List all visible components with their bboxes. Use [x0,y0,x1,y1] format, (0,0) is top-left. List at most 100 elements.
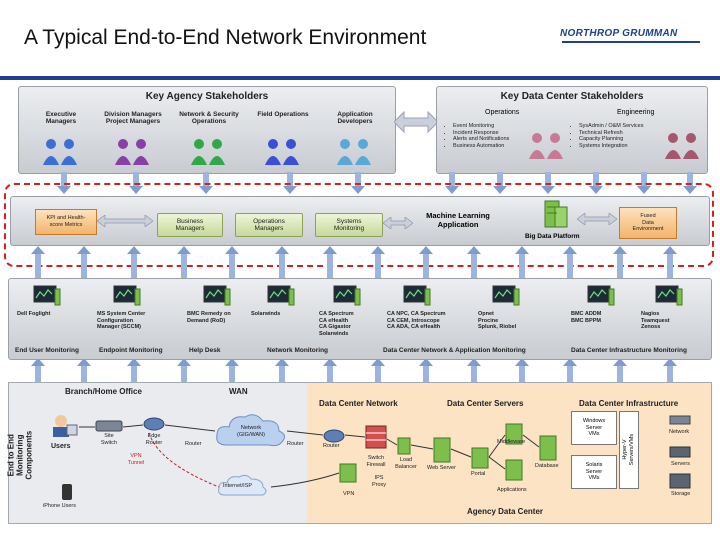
storage-icon [669,473,691,489]
arrow-icon [577,213,617,225]
server-icon [505,459,523,481]
stakeholder-group-label: Division Managers Project Managers [104,111,162,126]
up-arrow-icon [225,358,239,382]
up-arrow-icon [77,246,91,278]
edge-router-label: Edge Router [145,433,163,446]
systems-monitoring-box: Systems Monitoring [315,213,383,237]
up-arrow-icon [613,358,627,382]
monitoring-category-label: Help Desk [189,347,221,354]
vpn-label: VPN [343,491,355,497]
applications-label: Applications [497,487,527,493]
logo-underline [562,41,700,43]
people-icon [191,139,225,165]
engineering-list: SysAdmin / O&M Services Technical Refres… [569,123,669,149]
monitor-screen-icon [403,285,431,306]
arrow-icon [97,215,153,227]
ml-band-highlight [4,183,714,267]
tool-list: MS System Center Configuration Manager (… [97,311,146,331]
monitoring-category-label: Data Center Network & Application Monito… [383,347,526,354]
agency-stakeholders-title: Key Agency Stakeholders [145,91,269,102]
up-arrow-icon [31,358,45,382]
up-arrow-icon [563,358,577,382]
down-arrow-icon [445,172,459,194]
big-data-server-icon [544,200,568,228]
monitor-screen-icon [267,285,295,306]
up-arrow-icon [323,358,337,382]
tool-list: Opnet Procine Splunk, Riobel [478,311,517,331]
down-arrow-icon [199,172,213,194]
database-icon [539,435,557,461]
network-device-icon [669,415,691,425]
up-arrow-icon [275,246,289,278]
arrow-icon [383,217,413,229]
list-item: Incident Response [453,130,535,137]
list-item: Event Monitoring [453,123,535,130]
up-arrow-icon [371,358,385,382]
wan-network-label: Network (GIG/WAN) [237,425,265,438]
up-arrow-icon [563,246,577,278]
up-arrow-icon [467,358,481,382]
servers-icon [669,446,691,458]
infra-storage-label: Storage [671,491,691,497]
stakeholder-group-label: Network & Security Operations [179,111,239,126]
fused-data-box: Fused Data Environment [619,207,677,239]
stakeholder-group-label: Field Operations [257,111,309,118]
list-item: Capacity Planning [579,136,669,143]
infrastructure-area: End to End Monitoring Components Branch/… [5,382,712,524]
ips-proxy-label: IPS Proxy [371,475,387,488]
firewall-icon [365,425,387,449]
up-arrow-icon [515,246,529,278]
people-icon [115,139,149,165]
monitor-screen-icon [655,285,683,306]
monitoring-category-label: Data Center Infrastructure Monitoring [571,347,687,354]
up-arrow-icon [31,246,45,278]
load-balancer-label: Load Balancer [395,457,417,470]
down-arrow-icon [57,172,71,194]
datacenter-stakeholders-title: Key Data Center Stakeholders [500,91,644,102]
agency-data-center-region [307,383,711,523]
up-arrow-icon [127,246,141,278]
vpn-tunnel-label: VPN Tunnel [127,453,145,466]
people-icon [337,139,371,165]
web-server-label: Web Server [427,465,456,471]
tool-list: Nagios Teamquest Zenoss [641,311,670,331]
up-arrow-icon [663,358,677,382]
list-item: Systems Integration [579,143,669,150]
kpi-metrics-box: KPI and Health- score Metrics [35,209,97,235]
down-arrow-icon [283,172,297,194]
stakeholder-group-label: Executive Managers [45,111,77,126]
operations-list: Event Monitoring Incident Response Alert… [443,123,535,149]
database-label: Database [535,463,559,469]
monitor-screen-icon [492,285,520,306]
agency-data-center-label: Agency Data Center [467,507,544,516]
down-arrow-icon [683,172,697,194]
monitor-screen-icon [587,285,615,306]
monitoring-components-side-label: End to End Monitoring Components [5,430,33,480]
middleware-label: Middleware [497,439,526,445]
engineering-label: Engineering [617,109,655,116]
ml-band-panel: KPI and Health- score Metrics Business M… [10,196,710,246]
up-arrow-icon [515,358,529,382]
branch-office-title: Branch/Home Office [65,387,142,396]
up-arrow-icon [467,246,481,278]
up-arrow-icon [275,358,289,382]
up-arrow-icon [663,246,677,278]
load-balancer-icon [397,437,411,455]
people-icon [529,133,563,159]
big-data-platform-label: Big Data Platform [525,233,580,240]
down-arrow-icon [351,172,365,194]
iphone-users-label: iPhone Users [43,503,77,509]
stakeholder-group-label: Application Developers [337,111,373,126]
up-arrow-icon [177,358,191,382]
monitor-screen-icon [333,285,361,306]
operations-managers-box: Operations Managers [235,213,303,237]
list-item: Business Automation [453,143,535,150]
tool-list: CA NPC, CA Spectrum CA CEM, Introscope C… [387,311,446,331]
vpn-device-icon [339,463,357,483]
wan-router-left-label: Router [185,441,202,447]
server-icon [471,447,489,469]
up-arrow-icon [419,358,433,382]
switch-firewall-label: Switch Firewall [366,455,386,468]
down-arrow-icon [637,172,651,194]
